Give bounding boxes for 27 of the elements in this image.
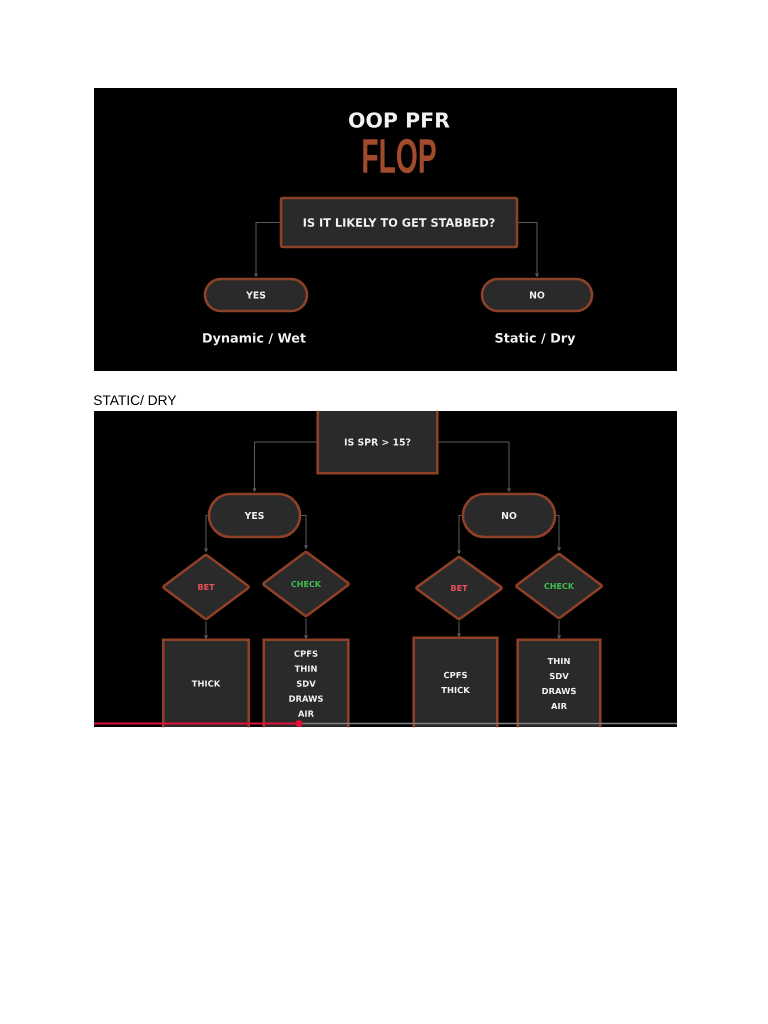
action-box: THICK xyxy=(161,638,251,728)
connector-arrow xyxy=(436,441,511,493)
connector-arrow xyxy=(555,515,561,552)
question-box: IS SPR > 15? xyxy=(316,410,439,475)
connector-arrow xyxy=(517,222,539,278)
connector-arrow xyxy=(204,620,208,640)
answer-pill: NO xyxy=(461,492,557,539)
connector-arrow xyxy=(557,619,561,640)
answer-pill: YES xyxy=(207,492,302,539)
section-heading: STATIC/ DRY xyxy=(93,394,177,406)
connector-arrow xyxy=(252,441,319,493)
title: OOP PFR xyxy=(349,112,450,128)
branch-caption: Dynamic / Wet xyxy=(203,332,306,346)
action-box: CPFS THICK xyxy=(412,636,499,728)
connector-arrow xyxy=(304,617,308,640)
connector-arrow xyxy=(457,620,461,638)
connector-arrow xyxy=(457,515,463,555)
action-box: CPFS THIN SDV DRAWS AIR xyxy=(262,638,350,728)
heading-text: FLOP xyxy=(363,138,436,174)
connector-arrow xyxy=(300,515,308,550)
answer-pill: NO xyxy=(480,277,594,313)
connector-arrow xyxy=(254,222,281,278)
answer-pill: YES xyxy=(203,277,309,313)
connector-arrow xyxy=(204,515,209,553)
action-box: THIN SDV DRAWS AIR xyxy=(516,638,602,728)
question-box: IS IT LIKELY TO GET STABBED? xyxy=(279,196,519,249)
branch-caption: Static / Dry xyxy=(495,332,576,346)
